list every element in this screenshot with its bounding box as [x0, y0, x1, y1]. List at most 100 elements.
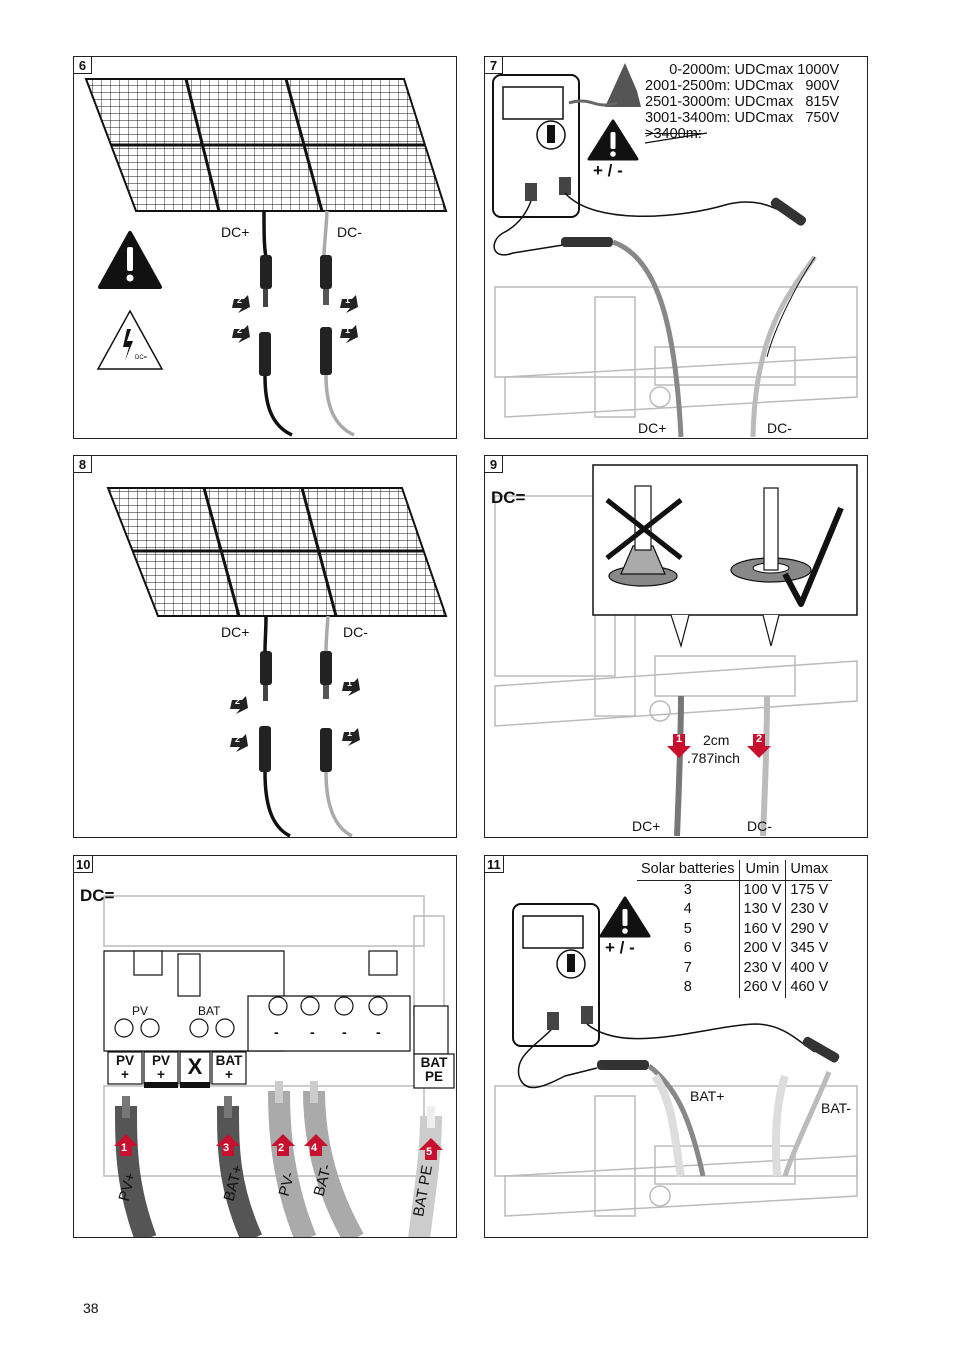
dc-minus-label: DC-	[747, 818, 772, 834]
hv-warning-text: DC=	[135, 355, 148, 361]
altitude-row: 0-2000m: UDCmax 1000V	[641, 62, 839, 78]
altitude-param: UDCmax	[734, 110, 794, 126]
arrow-step-left-top: 2	[237, 295, 243, 305]
minus-terminal-sign: -	[376, 1024, 381, 1040]
altitude-value: 750V	[805, 110, 840, 126]
step-number: 8	[74, 456, 92, 473]
strip-length-inch: .787inch	[687, 750, 740, 766]
step-number: 11	[485, 856, 504, 873]
step-11-panel: 11 + / - Solar batteries Umin Umax 3 100…	[484, 855, 868, 1238]
altitude-range-excluded: >3400m:	[645, 126, 702, 142]
solar-panel-connect-illustration	[106, 487, 448, 837]
altitude-value: 900V	[805, 78, 840, 94]
altitude-param: UDCmax	[734, 94, 794, 110]
altitude-param: UDCmax	[734, 62, 794, 78]
dc-minus-label: DC-	[767, 420, 792, 436]
step-8-panel: 8 DC+ DC- 2 2 1 1	[73, 455, 457, 838]
step-number: 6	[74, 57, 92, 74]
table-row: 5 160 V 290 V	[637, 919, 833, 939]
table-row: 3 100 V 175 V	[637, 880, 833, 900]
dc-minus-label: DC-	[343, 624, 368, 640]
multimeter-icon	[512, 903, 600, 1047]
warning-triangle-icon	[587, 119, 639, 161]
terminal-wiring-illustration	[103, 895, 455, 1237]
arrow-step-right-top: 1	[345, 295, 351, 305]
table-row: 8 260 V 460 V	[637, 978, 833, 998]
dc-cables	[259, 615, 353, 837]
dc-symbol-label: DC=	[491, 488, 526, 507]
step-9-panel: 9 DC= 2cm .787inch 1 2 DC+ DC-	[484, 455, 868, 838]
minus-terminal-sign: -	[310, 1024, 315, 1040]
altitude-row: 2001-2500m: UDCmax 900V	[641, 78, 839, 94]
cable-strip-illustration	[494, 464, 858, 837]
bat-plus-label: BAT+	[690, 1088, 725, 1104]
dc-plus-label: DC+	[221, 224, 250, 240]
table-header-row: Solar batteries Umin Umax	[637, 860, 833, 881]
connector-labels-boxes	[107, 1051, 455, 1089]
step-7-panel: 7 0-2000m: UDCmax 1000V 2001-2500m: UDCm…	[484, 56, 868, 439]
altitude-row: 3001-3400m: UDCmax 750V	[641, 110, 839, 126]
minus-terminal-sign: -	[342, 1024, 347, 1040]
strip-length-cm: 2cm	[703, 732, 730, 748]
arrow-number-3: 3	[223, 1142, 230, 1154]
table-row: 7 230 V 400 V	[637, 958, 833, 978]
step-6-panel: 6 DC+ DC- DC= 2 2 1 1	[73, 56, 457, 439]
arrow-step-left-top: 2	[235, 696, 241, 706]
battery-voltage-table: Solar batteries Umin Umax 3 100 V 175 V …	[637, 860, 833, 998]
test-leads	[517, 1023, 840, 1177]
bat-minus-label: BAT-	[821, 1100, 852, 1116]
altitude-range: 2501-3000m:	[645, 94, 731, 110]
test-leads	[493, 192, 818, 438]
strip-arrow-1-number: 1	[676, 733, 683, 745]
arrow-number-1: 1	[121, 1142, 128, 1154]
arrow-step-right-top: 1	[347, 678, 353, 688]
cross-mark-icon	[605, 498, 683, 560]
battery-measurement-illustration	[494, 896, 858, 1217]
terminal-block	[103, 950, 449, 1055]
disconnect-arrows	[232, 295, 358, 343]
col-header-umax: Umax	[785, 860, 833, 881]
step-number: 9	[485, 456, 503, 473]
polarity-label: + / -	[605, 938, 635, 957]
inverter-background	[494, 1085, 858, 1217]
altitude-value: 1000V	[797, 62, 840, 78]
dc-plus-label: DC+	[221, 624, 250, 640]
solar-array	[106, 487, 448, 617]
solar-panel-disconnect-illustration	[84, 78, 448, 437]
mountain-altitude-icon	[568, 63, 641, 107]
page-number: 38	[83, 1300, 99, 1316]
altitude-voltage-table: 0-2000m: UDCmax 1000V 2001-2500m: UDCmax…	[641, 62, 839, 142]
warning-triangle-icon	[599, 896, 651, 938]
solar-array	[84, 78, 448, 212]
step-number: 10	[74, 856, 94, 873]
dc-plus-label: DC+	[638, 420, 667, 436]
connect-arrows	[230, 678, 360, 752]
wire-cables	[115, 1081, 442, 1237]
correct-grommet-example	[730, 487, 812, 583]
terminal-unused: X	[187, 1054, 203, 1079]
arrow-number-4: 4	[311, 1142, 318, 1154]
insert-arrows	[114, 1134, 443, 1160]
pv-group-label: PV	[132, 1004, 149, 1018]
strip-arrows	[667, 734, 771, 758]
dc-cables	[259, 210, 355, 437]
table-row: 4 130 V 230 V	[637, 900, 833, 920]
dc-minus-label: DC-	[337, 224, 362, 240]
high-voltage-warning-icon	[96, 309, 164, 370]
dc-symbol-label: DC=	[80, 886, 115, 905]
step-number: 7	[485, 57, 503, 74]
multimeter-measurement-illustration	[492, 63, 858, 438]
arrow-step-right-bottom: 1	[347, 728, 353, 738]
check-mark-icon	[782, 506, 844, 607]
polarity-label: + / -	[593, 161, 623, 180]
altitude-range: 2001-2500m:	[645, 78, 731, 94]
stripped-cables	[674, 695, 770, 837]
strip-arrow-2-number: 2	[756, 733, 763, 745]
arrow-step-left-bottom: 2	[237, 325, 243, 335]
col-header-umin: Umin	[738, 860, 786, 881]
altitude-row: 2501-3000m: UDCmax 815V	[641, 94, 839, 110]
warning-triangle-icon	[98, 231, 162, 289]
multimeter-icon	[492, 74, 580, 218]
altitude-range: 3001-3400m:	[645, 110, 731, 126]
